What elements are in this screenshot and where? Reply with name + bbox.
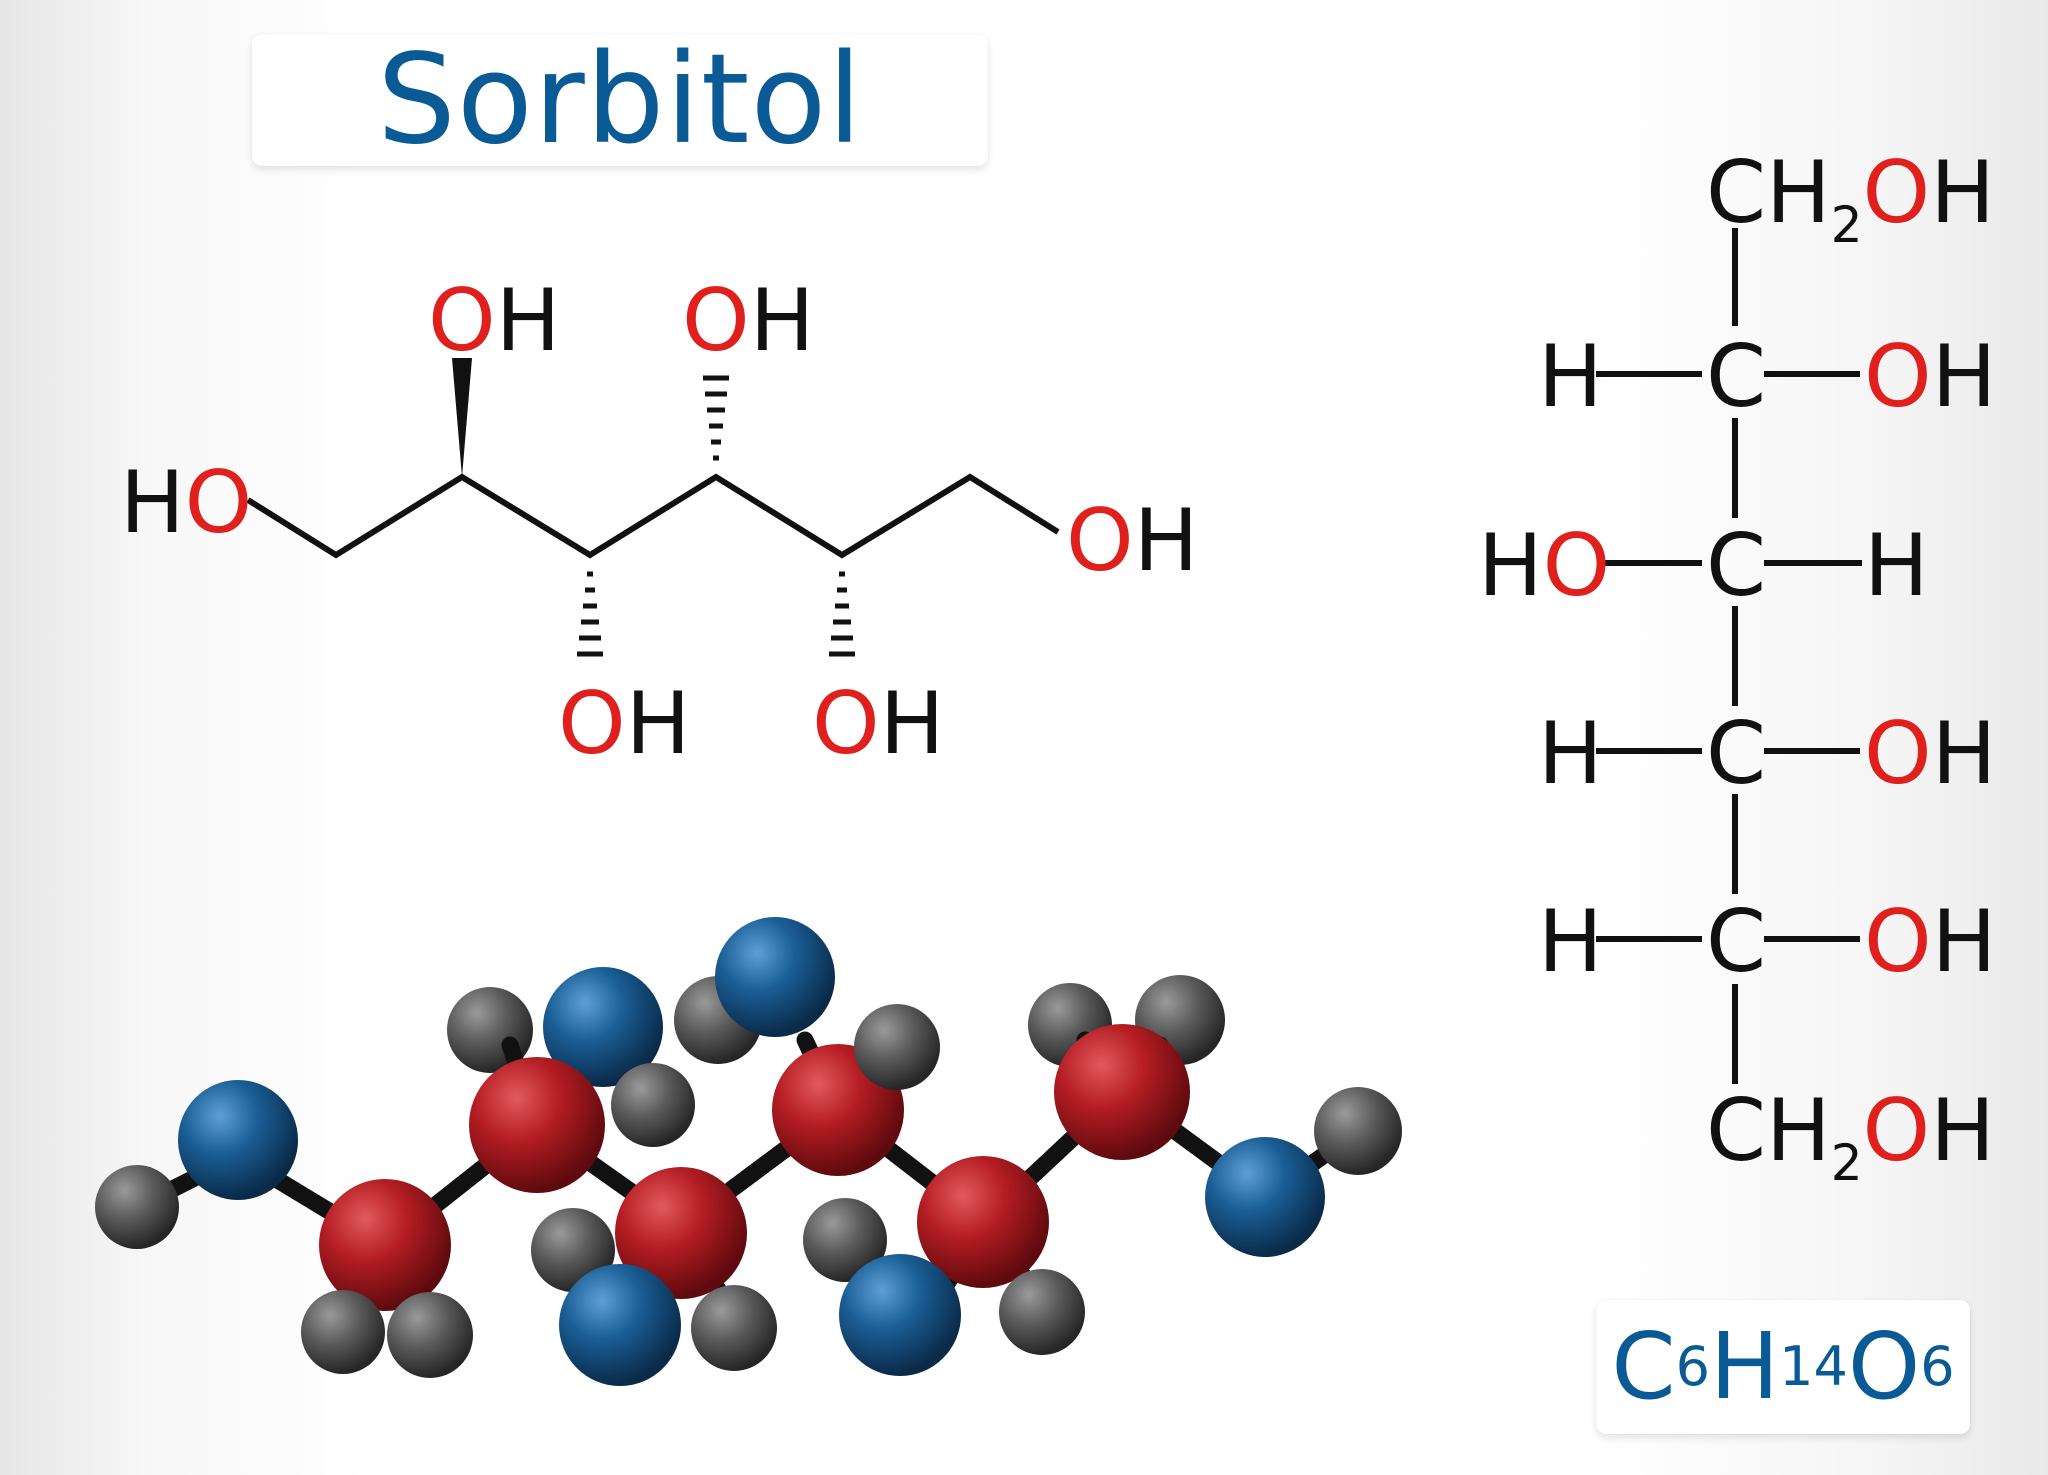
page-title: Sorbitol: [377, 28, 863, 172]
fischer-projection: CH2OH H C OH HO C H H C OH H C OH CH2OH: [1478, 143, 1996, 1192]
hydrogen-atom: [611, 1063, 695, 1147]
carbon-atom: [615, 1167, 747, 1299]
formula-element: C: [1611, 1313, 1676, 1420]
hydrogen-atom: [301, 1290, 385, 1374]
hashed-wedge-bond: [829, 571, 855, 657]
carbon-atom: [319, 1179, 451, 1311]
skeletal-structure: HO OH OH OH OH OH: [120, 271, 1198, 774]
formula-subscript: 6: [1675, 1335, 1710, 1398]
fischer-carbon-label: C: [1706, 704, 1766, 804]
carbon-atom: [469, 1057, 605, 1193]
oxygen-atom: [543, 967, 663, 1087]
top-ch2oh-label: CH2OH: [1706, 143, 1995, 254]
hydroxyl-label: OH: [1066, 491, 1198, 591]
hydrogen-atom: [999, 1269, 1085, 1355]
fischer-ho-label: HO: [1478, 516, 1610, 616]
title-plate: Sorbitol: [252, 34, 988, 166]
fischer-h-label: H: [1538, 704, 1603, 804]
hydrogen-atom: [1314, 1087, 1402, 1175]
fischer-horizontal-bonds: [1596, 371, 1862, 942]
formula-element: H: [1709, 1313, 1780, 1420]
fischer-oh-label: OH: [1864, 892, 1996, 992]
oxygen-atom: [559, 1264, 681, 1386]
hydrogen-atom: [854, 1004, 940, 1090]
carbon-atom: [1054, 1024, 1190, 1160]
bottom-ch2oh-label: CH2OH: [1706, 1081, 1995, 1192]
hydroxyl-label: OH: [682, 271, 814, 371]
hydrogen-atom: [691, 1285, 777, 1371]
hydroxyl-label: OH: [558, 674, 690, 774]
formula-element: O: [1847, 1313, 1921, 1420]
oxygen-atom: [1205, 1137, 1325, 1257]
carbon-chain-bonds: [246, 473, 1060, 559]
hashed-wedge-bond: [577, 571, 603, 657]
fischer-oh-label: OH: [1864, 704, 1996, 804]
fischer-h-label: H: [1538, 327, 1603, 427]
ball-and-stick-model: [95, 917, 1402, 1386]
hydrogen-atom: [95, 1165, 179, 1249]
fischer-h-label: H: [1864, 516, 1929, 616]
fischer-h-label: H: [1538, 892, 1603, 992]
hydroxyl-label: OH: [812, 674, 944, 774]
hydroxyl-label: HO: [120, 453, 252, 553]
wedge-bond: [452, 358, 472, 477]
carbon-atom: [917, 1156, 1049, 1288]
oxygen-atom: [715, 917, 835, 1037]
fischer-carbon-label: C: [1706, 327, 1766, 427]
fischer-oh-label: OH: [1864, 327, 1996, 427]
hydroxyl-label: OH: [428, 271, 560, 371]
hydrogen-atom: [803, 1198, 887, 1282]
hashed-wedge-bond: [703, 375, 729, 461]
oxygen-atom: [839, 1254, 961, 1376]
formula-subscript: 14: [1779, 1335, 1848, 1398]
fischer-carbon-label: C: [1706, 516, 1766, 616]
hydrogen-atom: [387, 1292, 473, 1378]
oxygen-atom: [178, 1080, 298, 1200]
fischer-carbon-label: C: [1706, 892, 1766, 992]
formula-subscript: 6: [1920, 1335, 1955, 1398]
